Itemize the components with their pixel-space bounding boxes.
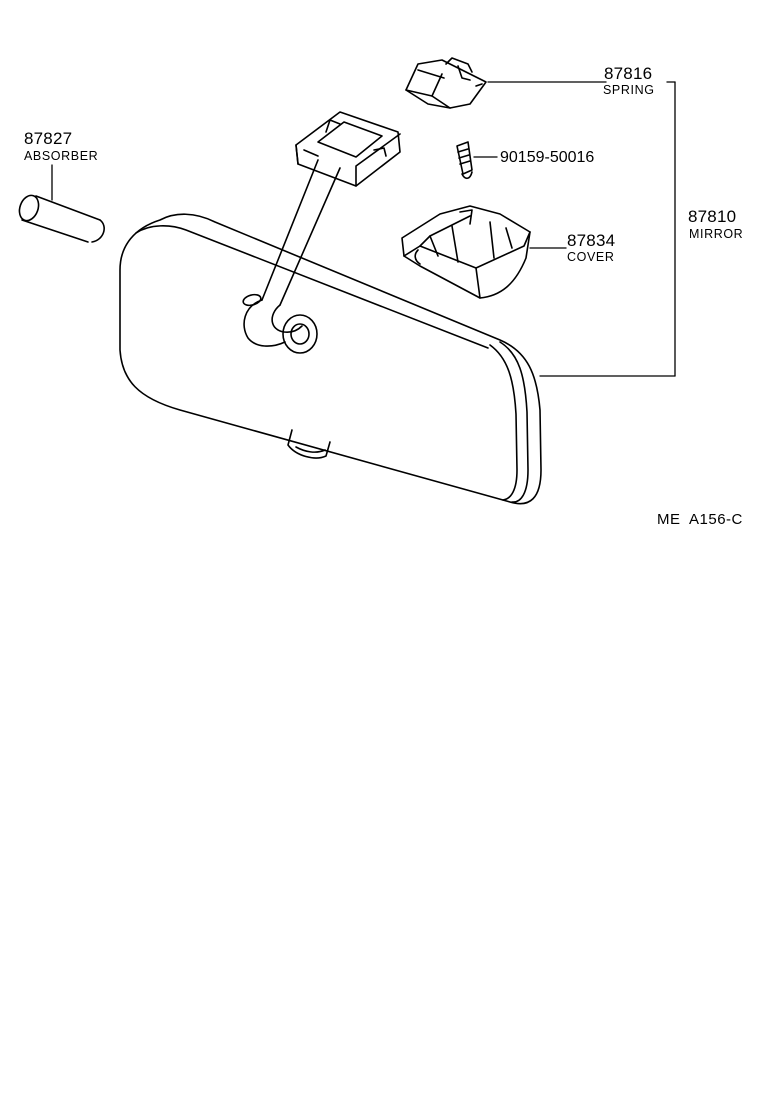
absorber-part-name: ABSORBER: [24, 149, 99, 163]
mirror-part-number: 87810: [688, 207, 737, 226]
spring-part-number: 87816: [604, 64, 653, 83]
absorber-part: [18, 194, 105, 243]
mirror-part-name: MIRROR: [689, 227, 744, 241]
cover-part: [401, 205, 531, 299]
absorber-part-number: 87827: [24, 129, 73, 148]
cover-part-name: COVER: [567, 250, 615, 264]
mirror-bracket: [295, 111, 401, 187]
leader-lines: [51, 81, 676, 377]
bolt-part-number: 90159-50016: [500, 149, 595, 166]
spring-part-name: SPRING: [603, 83, 655, 97]
spring-part: [405, 57, 487, 109]
mirror-stay: [242, 159, 341, 354]
figure-code: ME A156-C: [657, 511, 743, 528]
cover-part-number: 87834: [567, 231, 616, 250]
bolt-part: [456, 141, 473, 180]
mirror-body: [119, 213, 542, 505]
